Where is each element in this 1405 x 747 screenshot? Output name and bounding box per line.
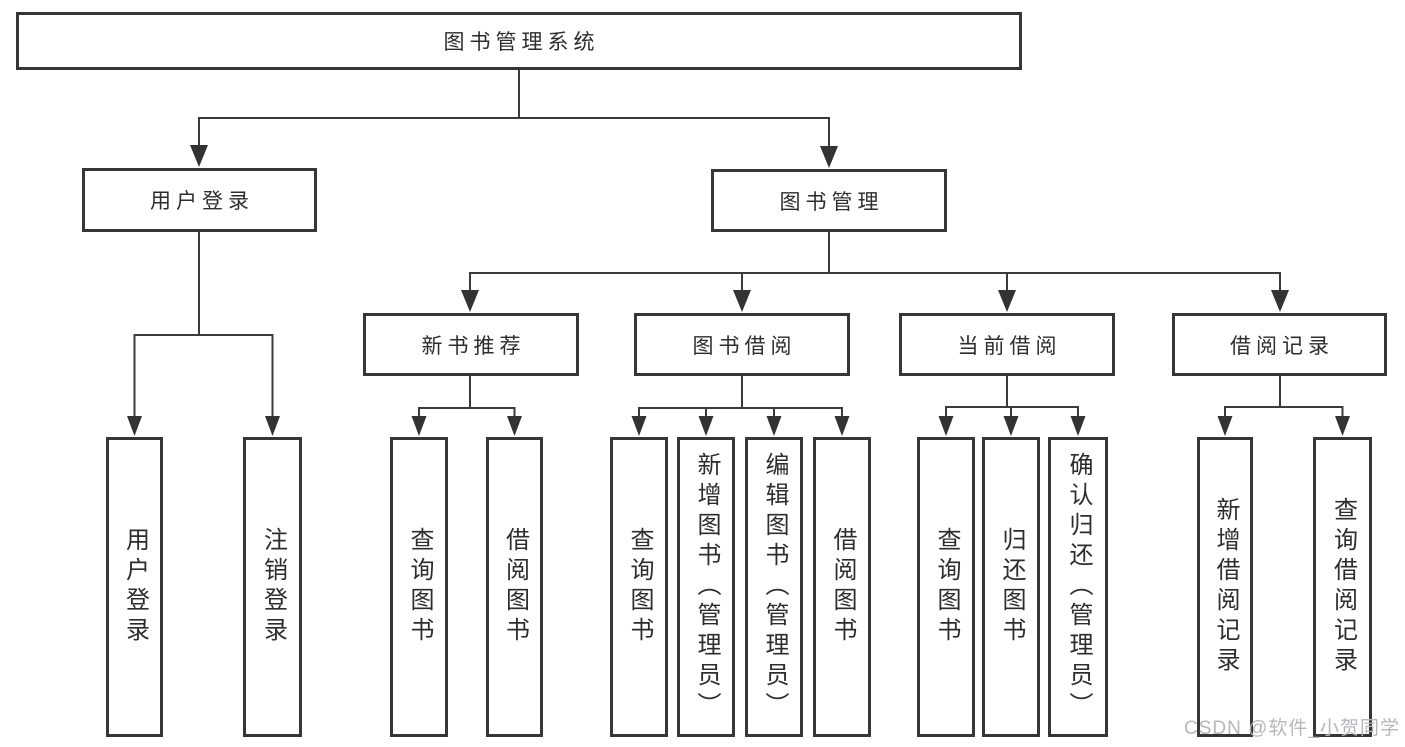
node-new-book-recommend: 新书推荐: [363, 313, 579, 376]
node-bb-borrow-books: 借阅图书: [813, 437, 871, 737]
connector-current-borrowing-to-leaves: [938, 376, 1086, 436]
node-br-query-record-label: 查询借阅记录: [1329, 497, 1357, 677]
node-book-management-label: 图书管理: [779, 190, 884, 214]
node-br-add-record: 新增借阅记录: [1197, 437, 1253, 737]
node-book-borrowing-label: 图书借阅: [692, 334, 797, 358]
node-borrowing-records-label: 借阅记录: [1230, 334, 1334, 358]
node-borrowing-records: 借阅记录: [1172, 313, 1387, 376]
node-login-label: 用户登录: [121, 527, 149, 647]
connector-book-management-to-level3: [461, 232, 1289, 312]
node-current-borrowing-label: 当前借阅: [957, 334, 1062, 358]
node-bb-edit-books-admin: 编辑图书（管理员）: [745, 437, 803, 737]
node-book-borrowing: 图书借阅: [634, 313, 850, 376]
node-br-add-record-label: 新增借阅记录: [1212, 497, 1239, 677]
node-cb-return-books: 归还图书: [982, 437, 1040, 737]
node-cb-query-books-label: 查询图书: [933, 527, 960, 647]
node-cb-query-books: 查询图书: [917, 437, 975, 737]
node-bb-add-books-admin: 新增图书（管理员）: [677, 437, 735, 737]
node-cb-return-books-label: 归还图书: [998, 527, 1025, 647]
node-br-query-record: 查询借阅记录: [1313, 437, 1372, 737]
node-nb-borrow-books: 借阅图书: [486, 437, 543, 737]
csdn-watermark: CSDN @软件_小贺同学: [1184, 718, 1400, 739]
node-nb-borrow-books-label: 借阅图书: [501, 527, 529, 647]
node-user-login: 用户登录: [82, 168, 317, 232]
node-bb-edit-books-admin-label: 编辑图书（管理员）: [761, 452, 788, 722]
node-cb-confirm-return-admin-label: 确认归还（管理员）: [1065, 452, 1092, 722]
connector-root-to-level2: [190, 68, 838, 168]
connector-borrowing-records-to-leaves: [1217, 376, 1350, 436]
node-nb-query-books-label: 查询图书: [406, 527, 433, 647]
node-bb-borrow-books-label: 借阅图书: [829, 527, 856, 647]
node-logout: 注销登录: [243, 437, 302, 737]
node-root: 图书管理系统: [16, 12, 1022, 70]
node-user-login-label: 用户登录: [150, 190, 254, 213]
node-cb-confirm-return-admin: 确认归还（管理员）: [1048, 437, 1108, 737]
node-book-management: 图书管理: [711, 169, 947, 232]
connector-book-borrowing-to-leaves: [631, 376, 850, 436]
node-new-book-recommend-label: 新书推荐: [421, 334, 526, 358]
node-bb-query-books: 查询图书: [610, 437, 668, 737]
node-bb-query-books-label: 查询图书: [626, 527, 653, 647]
node-login: 用户登录: [106, 437, 163, 737]
node-current-borrowing: 当前借阅: [899, 313, 1115, 376]
node-logout-label: 注销登录: [259, 527, 287, 647]
node-root-label: 图书管理系统: [443, 31, 600, 54]
node-nb-query-books: 查询图书: [390, 437, 448, 737]
node-bb-add-books-admin-label: 新增图书（管理员）: [693, 452, 720, 722]
connector-user-login-to-leaves: [127, 232, 280, 436]
connector-new-book-recommend-to-leaves: [411, 376, 522, 436]
